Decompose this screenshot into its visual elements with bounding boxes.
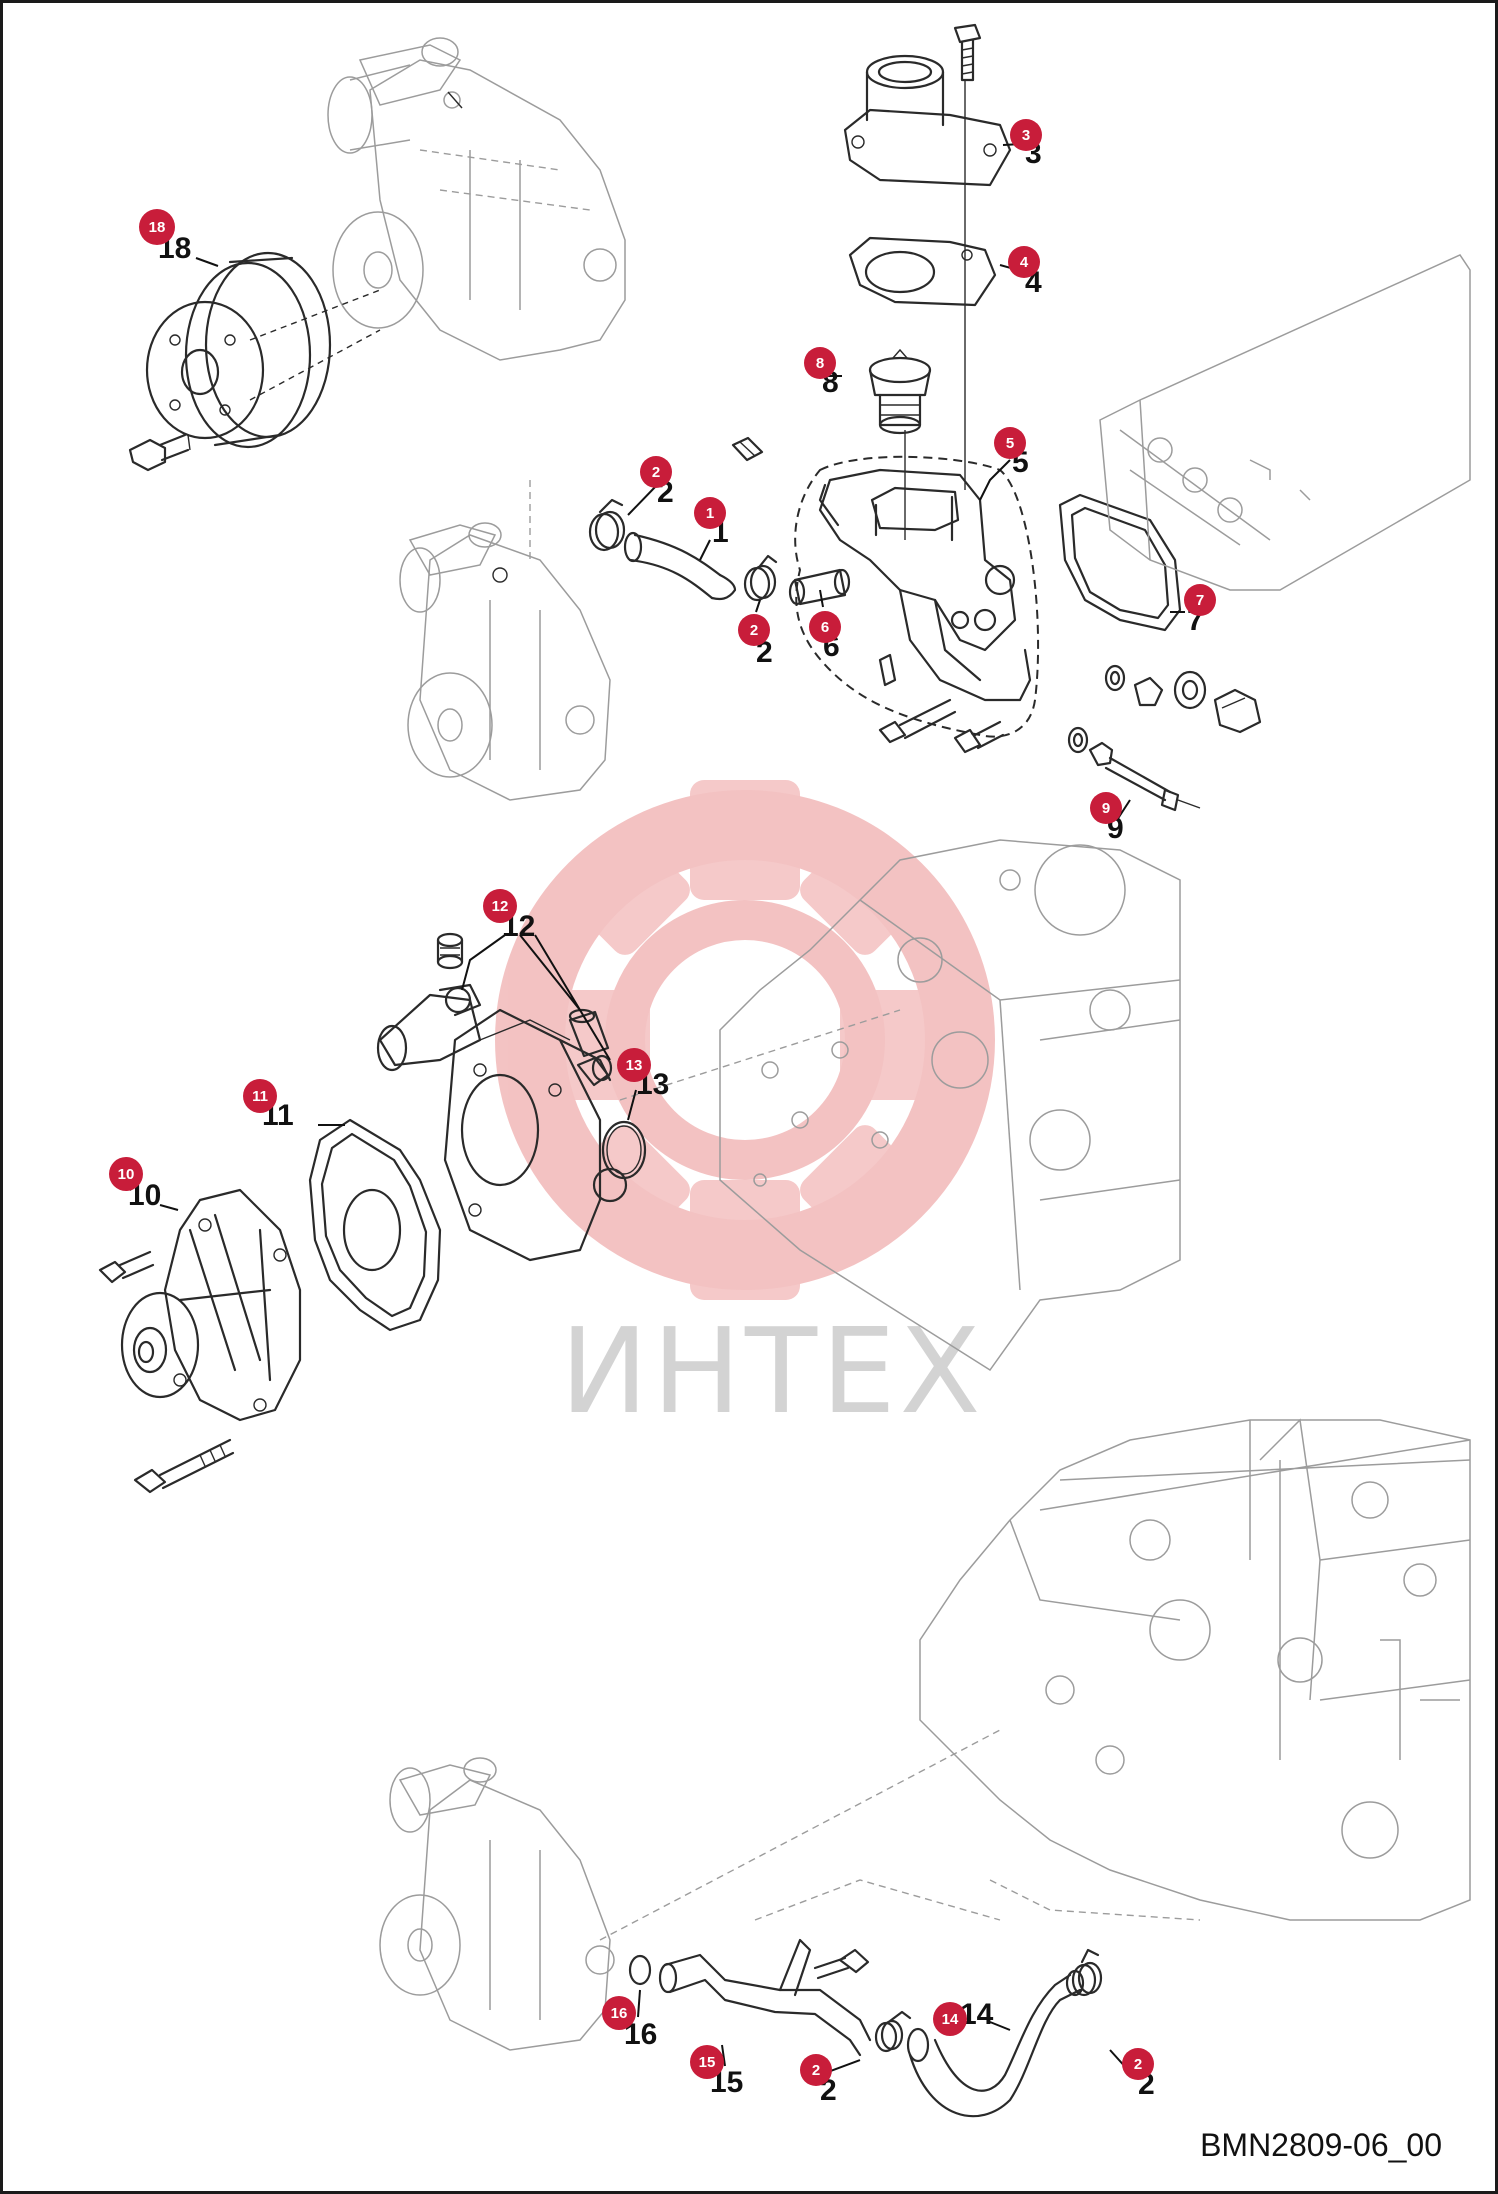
water-pump-ghost-mid (399, 480, 611, 801)
svg-text:6: 6 (821, 619, 829, 636)
bypass-hose (623, 531, 737, 601)
hose-clamp-bottom-left (874, 2010, 912, 2053)
svg-text:10: 10 (118, 1166, 135, 1183)
badge-9[interactable]: 9 (1090, 792, 1122, 824)
bypass-pipe (788, 568, 851, 606)
svg-text:4: 4 (1020, 254, 1029, 271)
badge-8[interactable]: 8 (804, 347, 836, 379)
badge-6[interactable]: 6 (809, 611, 841, 643)
badge-10[interactable]: 10 (109, 1157, 143, 1191)
badge-11[interactable]: 11 (243, 1079, 277, 1113)
badge-18[interactable]: 18 (139, 209, 175, 245)
pump-bolt-long (133, 1438, 235, 1494)
watermark-text: ИНТЕХ (560, 1302, 984, 1440)
bottom-o-ring (628, 1954, 652, 1986)
svg-text:16: 16 (611, 2005, 628, 2022)
badge-14[interactable]: 14 (933, 2002, 967, 2036)
pump-plug (436, 932, 464, 970)
svg-text:2: 2 (812, 2062, 820, 2079)
housing-gasket (1058, 493, 1182, 632)
svg-text:9: 9 (1102, 800, 1110, 817)
badge-4[interactable]: 4 (1008, 246, 1040, 278)
fan-pulley (145, 251, 381, 449)
water-pump-body (376, 983, 628, 1262)
thermostat-gasket (848, 236, 997, 307)
badge-2-b[interactable]: 2 (738, 614, 770, 646)
part-badges[interactable]: 18 3 4 8 5 2 1 2 6 7 9 12 13 11 10 16 15… (109, 119, 1216, 2086)
svg-text:11: 11 (252, 1088, 268, 1105)
svg-text:1: 1 (706, 505, 714, 522)
svg-text:2: 2 (750, 622, 758, 639)
water-pump-ghost-bottom (379, 1729, 1001, 2051)
water-pipe (658, 1938, 872, 2057)
badge-15[interactable]: 15 (690, 2045, 724, 2079)
water-pump-ghost-top (327, 37, 626, 361)
leader-lines (159, 143, 1185, 2074)
svg-text:18: 18 (149, 219, 166, 236)
hose-clamp-left (588, 498, 626, 552)
temp-sensor-assembly (1067, 726, 1201, 812)
hose-clamp-bottom-right (1071, 1948, 1103, 1997)
badge-3[interactable]: 3 (1010, 119, 1042, 151)
housing-plug (731, 436, 897, 687)
svg-text:12: 12 (492, 898, 509, 915)
svg-text:7: 7 (1196, 592, 1204, 609)
housing-bolts (878, 698, 1005, 754)
bottom-hose (906, 1969, 1085, 2118)
cylinder-head-ghost (1099, 254, 1471, 591)
svg-text:14: 14 (942, 2011, 959, 2028)
badge-2-c[interactable]: 2 (800, 2054, 832, 2086)
badge-1[interactable]: 1 (694, 497, 726, 529)
pump-impeller-cover (120, 1188, 302, 1422)
svg-text:2: 2 (1134, 2056, 1142, 2073)
thermostat-cover (843, 54, 1012, 187)
pump-o-ring (601, 1120, 647, 1180)
svg-text:8: 8 (816, 355, 824, 372)
badge-5[interactable]: 5 (994, 427, 1026, 459)
svg-text:3: 3 (1022, 127, 1030, 144)
badge-16[interactable]: 16 (602, 1996, 636, 2030)
badge-12[interactable]: 12 (483, 889, 517, 923)
pulley-bolt (128, 433, 191, 472)
pump-bolt-short (98, 1250, 155, 1284)
watermark-logo: ИНТЕХ (495, 780, 995, 1440)
badge-7[interactable]: 7 (1184, 584, 1216, 616)
long-bolt-line (904, 80, 966, 540)
pump-gasket (308, 1118, 442, 1332)
hose-clamp-right (743, 554, 778, 602)
drawing-reference: BMN2809-06_00 (1200, 2127, 1442, 2163)
engine-block-ghost-bottom (919, 1418, 1471, 1921)
svg-text:2: 2 (652, 464, 660, 481)
badge-13[interactable]: 13 (617, 1048, 651, 1082)
pump-pipe (568, 1008, 613, 1087)
plug-washers (1104, 664, 1262, 734)
thermostat (868, 348, 932, 435)
svg-text:13: 13 (626, 1057, 643, 1074)
badge-2-a[interactable]: 2 (640, 456, 672, 488)
thermostat-housing (794, 455, 1040, 738)
badge-2-d[interactable]: 2 (1122, 2048, 1154, 2080)
thermostat-cover-bolt (953, 23, 982, 82)
svg-text:15: 15 (699, 2054, 716, 2071)
engine-block-ghost-mid (619, 839, 1181, 1372)
svg-text:5: 5 (1006, 435, 1014, 452)
printed-part-numbers: 18 3 4 8 5 2 1 2 6 7 9 12 13 11 10 16 15… (128, 137, 1204, 2107)
